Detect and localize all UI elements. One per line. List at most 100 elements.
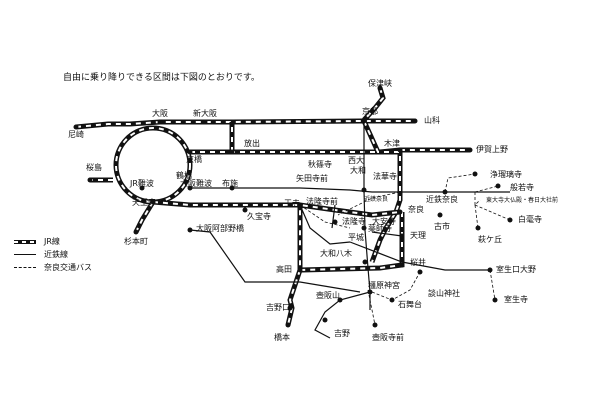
station-dot-suminoe <box>133 229 139 235</box>
station-dot-oji <box>297 202 303 208</box>
label-todaiji: 東大寺大仏殿・春日大社前 <box>486 197 559 204</box>
station-dot-hannyaji <box>495 183 501 189</box>
label-tennoji: 天王寺 <box>132 198 156 207</box>
station-dot-saidaiji <box>361 187 367 193</box>
station-dot-fuse <box>229 185 235 191</box>
label-iga-ueno: 伊賀上野 <box>476 145 508 154</box>
label-yamashina: 山科 <box>424 116 440 125</box>
label-hozukyo: 保津峡 <box>368 79 392 88</box>
bus-route-hagigaoka <box>474 204 479 229</box>
label-tenri: 天理 <box>410 231 426 240</box>
station-dot-sakurai <box>399 262 405 268</box>
jr-line-takada-yoshinoguchi-hashimoto <box>285 269 303 326</box>
kintetsu-line-horyuji-branch <box>331 204 336 229</box>
station-dot-abenobashi <box>187 227 193 233</box>
kintetsu-line-oji-kashihara <box>299 204 351 245</box>
station-dot-tsubosakayama <box>337 297 343 303</box>
label-yoshino: 吉野 <box>334 329 350 338</box>
jr-line-tennoji-oji-nara <box>152 199 401 218</box>
label-hokkeji: 法華寺 <box>373 172 397 181</box>
kintetsu-line-yamato-yagi-murou <box>349 241 490 271</box>
kintetsu-line-abenobashi-kashihara <box>189 229 361 293</box>
label-sakurai: 桜井 <box>410 258 426 267</box>
legend-bus: 奈良交通バス <box>14 262 164 274</box>
label-kyuhoji: 久宝寺 <box>247 212 271 221</box>
label-hannyaji: 般若寺 <box>510 183 534 192</box>
label-akishino: 秋篠寺 <box>308 160 332 169</box>
kintetsu-line-namba-nara <box>190 187 510 193</box>
station-dot-tsubosakadera <box>372 322 378 328</box>
station-dot-yoshinoguchi <box>287 305 293 311</box>
label-takada: 高田 <box>276 265 292 274</box>
legend-kintetsu: 近鉄線 <box>14 249 164 261</box>
label-heijo: 平城 <box>348 233 364 242</box>
station-dot-sakurajima <box>87 177 93 183</box>
station-dot-byakugoji <box>507 217 513 223</box>
jr-osaka-loop <box>113 125 193 205</box>
legend-kintetsu-label: 近鉄線 <box>44 250 68 259</box>
label-furuichi: 古市 <box>434 222 450 231</box>
station-dot-murou-ono <box>487 267 493 273</box>
label-kintetsu-nara: 近鉄奈良 <box>426 195 458 204</box>
label-kintetsu-nara-area: 近鉄奈良 <box>364 196 389 203</box>
label-kyoto: 京都 <box>362 107 378 116</box>
label-oji: 王寺 <box>284 199 300 208</box>
station-dot-kashihara <box>367 289 373 295</box>
station-dot-kyobashi <box>187 149 193 155</box>
legend-jr-swatch <box>14 240 36 244</box>
legend-bus-label: 奈良交通バス <box>44 263 92 272</box>
jr-line-kyoto-hozukyo <box>362 87 386 122</box>
label-yakushiji-mae: 矢田寺前 <box>296 174 328 183</box>
bus-route-murou <box>489 269 496 301</box>
jr-line-amagasaki-kyoto-yamashina <box>75 118 415 130</box>
label-hanaten: 放出 <box>244 139 260 148</box>
label-horyuji-mae: 法隆寺前 <box>306 197 338 206</box>
label-yamato-yagi: 大和八木 <box>320 249 352 258</box>
label-yakushiji: 薬師寺 <box>368 224 392 233</box>
station-dot-joruriji <box>472 171 478 177</box>
station-markers <box>73 85 513 328</box>
station-dot-yamato-yagi <box>362 259 368 265</box>
station-dot-hashimoto <box>285 322 291 328</box>
label-yoshinoguchi: 吉野口 <box>266 303 290 312</box>
legend-jr: JR線 <box>14 236 164 248</box>
kintetsu-line-kyoto-saidaiji-kashihara <box>363 121 371 310</box>
legend-bus-swatch <box>14 267 36 268</box>
station-dot-nara <box>397 209 403 215</box>
label-ishibutai: 石舞台 <box>398 300 422 309</box>
station-dot-ishibutai <box>389 297 395 303</box>
label-dansan-jinja: 談山神社 <box>428 289 460 298</box>
bus-route-todaiji <box>474 192 481 206</box>
legend-jr-label: JR線 <box>44 237 60 246</box>
label-suminoe: 杉本町 <box>124 237 148 246</box>
station-dot-kizu <box>397 147 403 153</box>
bus-route-byakugoji <box>474 204 511 221</box>
label-osaka-namba: 大阪難波 <box>180 179 212 188</box>
station-dot-kyoto <box>361 118 367 124</box>
label-yamato: 大和 <box>350 166 366 175</box>
station-dot-amagasaki <box>73 124 79 130</box>
station-dot-iga-ueno <box>467 147 473 153</box>
station-dot-kintetsu-nara <box>442 189 448 195</box>
label-amagasaki: 尼崎 <box>68 130 84 139</box>
label-tsubosakayama: 壺阪山 <box>316 291 340 300</box>
intro-text: 自由に乗り降りできる区間は下図のとおりです。 <box>63 73 260 83</box>
label-tsubosakadera-mae: 壺阪寺前 <box>372 333 404 342</box>
label-shin-osaka: 新大阪 <box>193 109 217 118</box>
station-dot-hozukyo <box>377 85 383 91</box>
label-taiaiji: 大安寺 <box>372 217 396 226</box>
station-dot-dansan <box>417 269 423 275</box>
label-murouji: 室生寺 <box>504 295 528 304</box>
label-sakurajima: 桜島 <box>86 163 102 172</box>
jr-line-kyoto-kizu-nara <box>361 119 403 263</box>
station-dot-murouji <box>492 297 498 303</box>
label-kashihara-jingu: 橿原神宮 <box>368 281 400 290</box>
label-joruriji: 浄瑠璃寺 <box>490 170 522 179</box>
label-fuse: 布施 <box>222 179 238 188</box>
jr-line-suminoe <box>133 200 156 234</box>
bus-route-tsubosaka <box>367 289 376 326</box>
station-dot-jr-namba <box>139 185 145 191</box>
jr-lines <box>75 87 470 326</box>
